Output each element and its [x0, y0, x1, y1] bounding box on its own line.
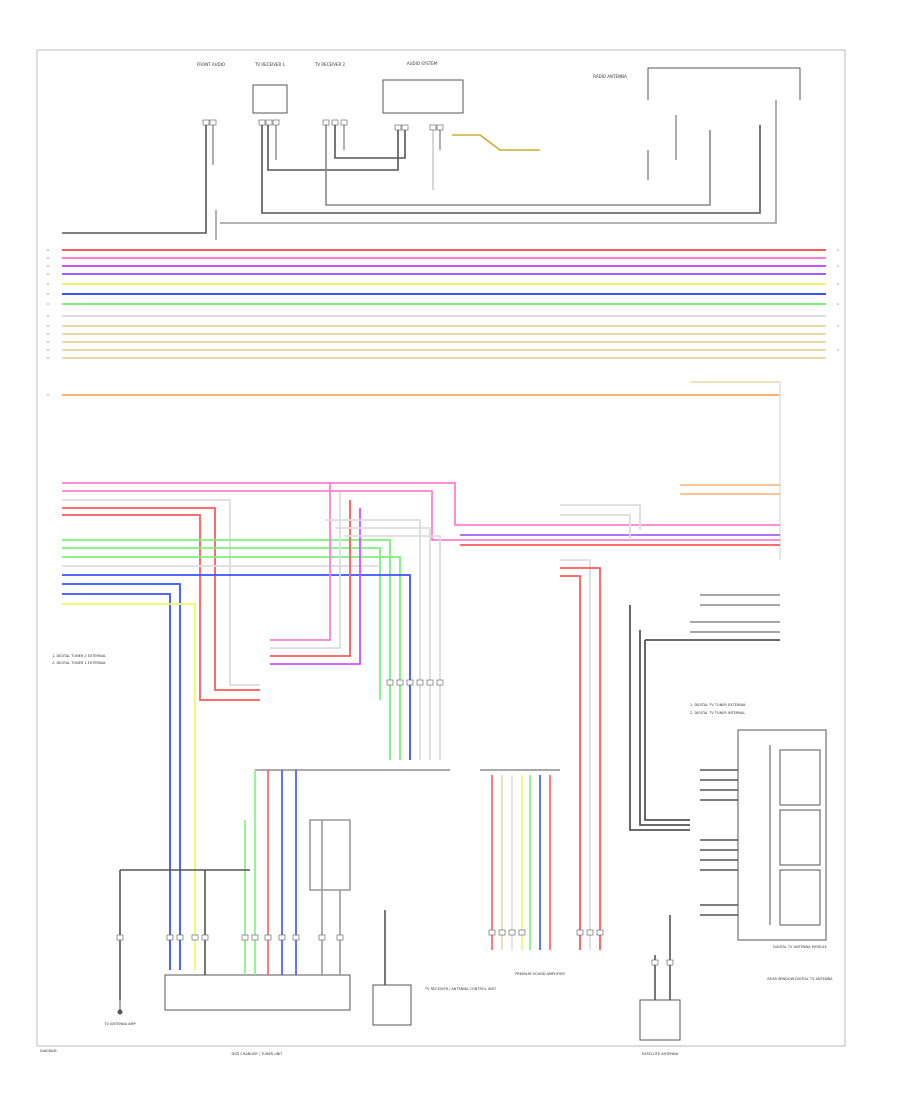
antenna-module-outline [647, 67, 801, 100]
right-note-1: 1. DIGITAL TV TUNER EXTERNAL [690, 703, 746, 707]
left-note-2: 2. DIGITAL TUNER 1 EXTERNAL [52, 661, 106, 665]
left-module-label: DVD CHANGER / TUNER UNIT [231, 1052, 283, 1056]
right-caption: REAR WINDOW DIGITAL TV ANTENNA [767, 977, 833, 981]
top-label-2: TV RECEIVER 1 [254, 62, 286, 67]
top-label-5: RADIO ANTENNA [593, 74, 627, 79]
top-label-3: TV RECEIVER 2 [314, 62, 346, 67]
digital-tv-antenna-box [737, 729, 827, 941]
ground-symbol [117, 1000, 123, 1015]
annotations: 1. DIGITAL TUNER 2 EXTERNAL 2. DIGITAL T… [40, 654, 833, 1056]
tv-receiver-1-box [252, 84, 288, 114]
top-component-group: FRONT AUDIO TV RECEIVER 1 TV RECEIVER 2 … [197, 61, 801, 180]
antenna-amp-box [372, 984, 412, 1026]
satellite-antenna-box [639, 999, 681, 1041]
right-connector-column [680, 381, 781, 560]
right-box-label: DIGITAL TV ANTENNA MODULE [773, 945, 827, 949]
bottom-left-label: TV ANTENNA AMP [103, 1022, 135, 1026]
audio-control-unit-box [382, 79, 464, 114]
right-module-label: SATELLITE ANTENNA [642, 1052, 679, 1056]
top-label-4: AUDIO SYSTEM [407, 61, 438, 66]
dvd-changer-box [164, 974, 351, 1011]
left-note-1: 1. DIGITAL TUNER 2 EXTERNAL [52, 654, 106, 658]
center-module-label: TV RECEIVER / ANTENNA CONTROL UNIT [424, 987, 497, 991]
bottom-components [164, 729, 827, 1041]
right-note-2: 2. DIGITAL TV TUNER INTERNAL [690, 711, 745, 715]
horizontal-bus [62, 249, 826, 396]
page-ref: DIAGRAM [40, 1049, 56, 1053]
diagram-frame [36, 49, 846, 1047]
middle-wires [62, 482, 780, 970]
top-label-1: FRONT AUDIO [197, 62, 225, 67]
connector-markers [116, 119, 674, 966]
top-vertical-wires [62, 100, 777, 240]
bus-ticks [47, 249, 839, 396]
bottom-wires [119, 769, 738, 1000]
center-right-module-label: PREMIUM SOUND AMPLIFIER [515, 972, 565, 976]
